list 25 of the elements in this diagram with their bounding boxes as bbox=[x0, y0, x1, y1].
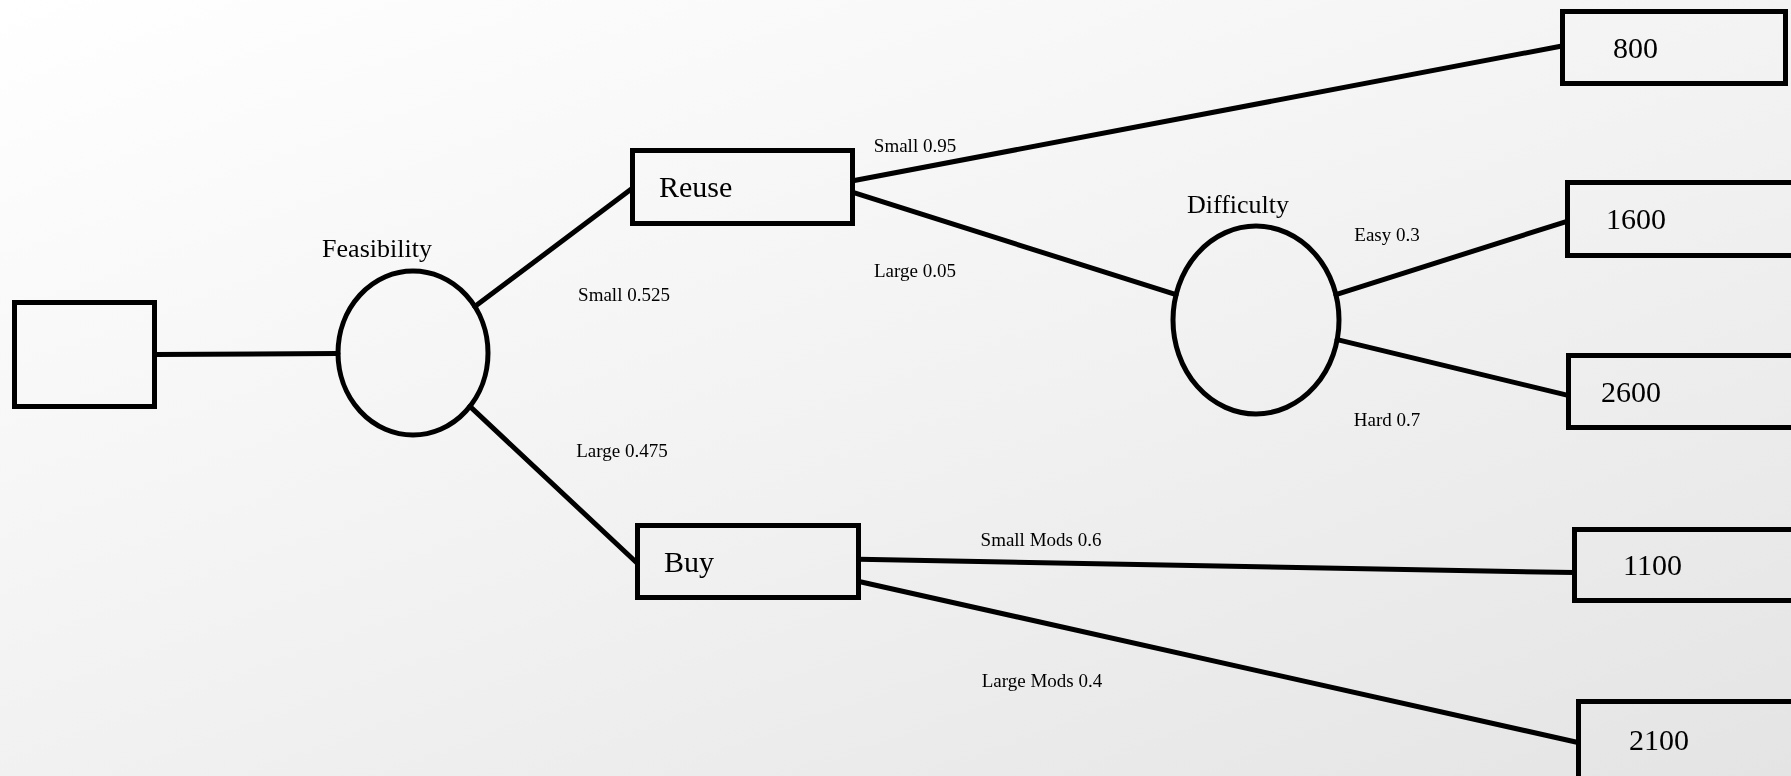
node-label: Buy bbox=[664, 544, 714, 579]
edge-label: Small 0.95 bbox=[873, 135, 957, 157]
node-label: 1600 bbox=[1606, 202, 1666, 236]
outcome-box bbox=[1572, 527, 1791, 603]
edge-label: Large Mods 0.4 bbox=[981, 670, 1103, 692]
edge-label: Hard 0.7 bbox=[1353, 409, 1421, 431]
edge-label: Large 0.475 bbox=[576, 440, 668, 462]
outcome-box bbox=[635, 523, 861, 600]
edge-label: Large 0.05 bbox=[874, 260, 956, 282]
decision-box bbox=[12, 300, 157, 409]
node-label: Difficulty bbox=[1186, 190, 1290, 220]
edge-label: Easy 0.3 bbox=[1354, 224, 1420, 246]
node-label: 2600 bbox=[1601, 374, 1661, 409]
outcome-box bbox=[1565, 180, 1791, 258]
outcome-box bbox=[1566, 353, 1791, 430]
edge-label: Small Mods 0.6 bbox=[980, 529, 1102, 551]
outcome-box bbox=[1560, 9, 1788, 86]
node-label: 1100 bbox=[1623, 548, 1682, 582]
outcome-box bbox=[630, 148, 855, 226]
edge-label: Small 0.525 bbox=[578, 284, 670, 306]
node-label: Feasibility bbox=[322, 234, 432, 264]
node-label: 800 bbox=[1613, 30, 1658, 65]
outcome-box bbox=[1576, 699, 1791, 776]
node-label: Reuse bbox=[659, 170, 733, 204]
node-label: 2100 bbox=[1629, 723, 1689, 757]
